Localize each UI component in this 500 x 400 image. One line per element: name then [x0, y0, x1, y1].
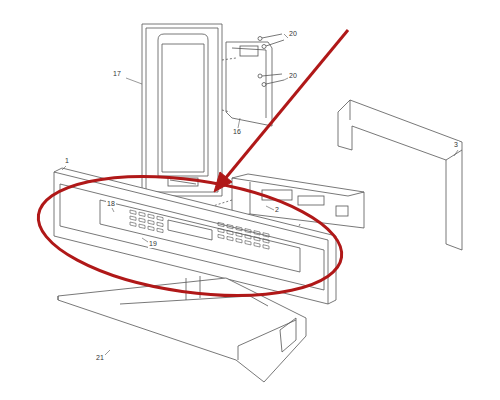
keypad-button — [139, 218, 145, 222]
callout-number: 2 — [274, 206, 280, 214]
callout-number: 17 — [112, 70, 122, 78]
keypad-button — [148, 220, 154, 224]
keypad-button — [148, 214, 154, 218]
keypad-button — [157, 222, 163, 226]
keypad-button — [245, 229, 251, 233]
keypad-button — [236, 232, 242, 236]
callout-number: 1 — [64, 157, 70, 165]
callout-number: 20 — [288, 72, 298, 80]
keypad-button — [263, 239, 269, 243]
callout-number: 20 — [288, 30, 298, 38]
keypad-button — [130, 222, 136, 226]
keypad-button — [227, 230, 233, 234]
keypad-button — [130, 210, 136, 214]
highlight-ellipse — [31, 159, 350, 312]
callout-number: 21 — [95, 354, 105, 362]
keypad-button — [139, 212, 145, 216]
keypad-button — [254, 231, 260, 235]
keypad-button — [157, 228, 163, 232]
keypad-button — [236, 238, 242, 242]
keypad-button — [227, 224, 233, 228]
keypad-button — [148, 226, 154, 230]
keypad-button — [263, 245, 269, 249]
keypad-button — [139, 224, 145, 228]
button-grid — [130, 210, 269, 249]
callout-number: 18 — [106, 200, 116, 208]
part-outlines — [54, 24, 462, 382]
callout-number: 3 — [453, 141, 459, 149]
keypad-button — [245, 241, 251, 245]
keypad-button — [245, 235, 251, 239]
keypad-button — [157, 216, 163, 220]
keypad-button — [130, 216, 136, 220]
callout-number: 19 — [148, 240, 158, 248]
keypad-button — [263, 233, 269, 237]
keypad-button — [227, 236, 233, 240]
callout-number: 16 — [232, 128, 242, 136]
keypad-button — [218, 228, 224, 232]
keypad-button — [218, 234, 224, 238]
keypad-button — [218, 222, 224, 226]
keypad-button — [254, 237, 260, 241]
keypad-button — [254, 243, 260, 247]
pointer-arrow — [214, 30, 348, 192]
keypad-button — [236, 226, 242, 230]
